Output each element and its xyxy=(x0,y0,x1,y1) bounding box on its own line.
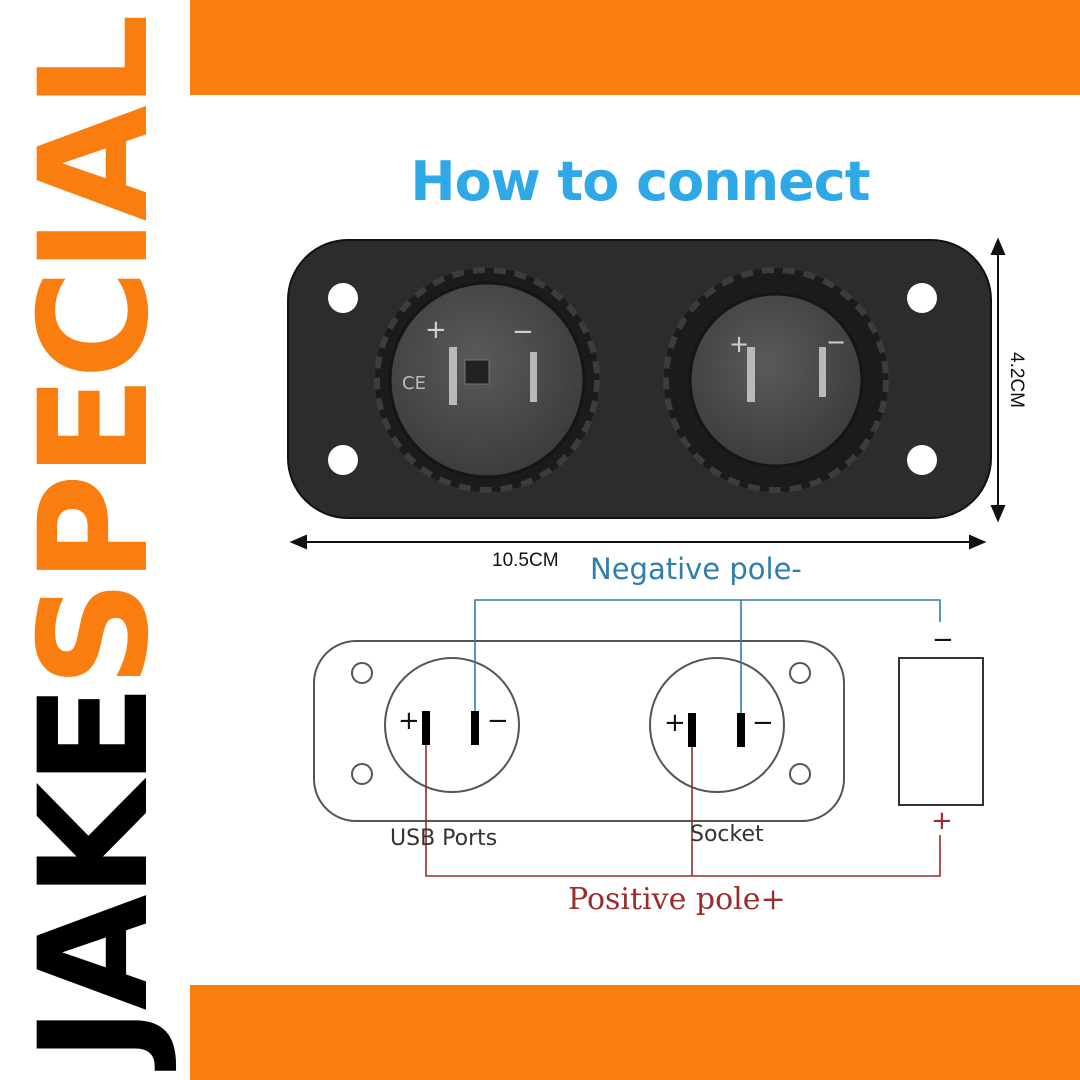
width-label: 10.5CM xyxy=(492,550,559,571)
bottom-orange-bar xyxy=(190,985,1080,1080)
svg-text:−: − xyxy=(512,317,534,347)
svg-text:+: + xyxy=(729,330,749,358)
battery-plus-sign: + xyxy=(931,806,953,836)
svg-text:CE: CE xyxy=(402,373,426,394)
power-socket-icon: + − xyxy=(663,267,889,493)
mount-hole xyxy=(789,662,811,684)
top-orange-bar xyxy=(190,0,1080,95)
usb-ports-label: USB Ports xyxy=(390,826,498,851)
battery-icon xyxy=(898,657,984,806)
battery-minus-sign: − xyxy=(932,625,954,655)
socket-outline xyxy=(649,657,785,793)
usb-plus-sign: + xyxy=(398,706,420,736)
usb-minus-sign: − xyxy=(487,706,509,736)
positive-pole-label: Positive pole+ xyxy=(568,882,786,917)
mount-hole xyxy=(328,283,358,313)
height-label: 4.2CM xyxy=(1006,352,1027,408)
width-dimension-arrow xyxy=(289,534,987,550)
negative-wire xyxy=(474,599,941,713)
svg-text:−: − xyxy=(826,328,846,356)
mount-hole xyxy=(351,662,373,684)
diagram-title: How to connect xyxy=(410,150,870,213)
socket-label: Socket xyxy=(690,822,764,847)
mount-hole xyxy=(328,445,358,475)
socket-plus-sign: + xyxy=(664,708,686,738)
usb-positive-terminal xyxy=(422,711,430,745)
mount-hole xyxy=(907,445,937,475)
svg-text:+: + xyxy=(425,315,447,345)
mount-hole xyxy=(351,763,373,785)
negative-pole-label: Negative pole- xyxy=(590,552,802,586)
brand-logo: JAKESPECIAL xyxy=(0,0,190,1080)
positive-wire xyxy=(425,745,941,877)
usb-port-outline xyxy=(384,657,520,793)
mount-hole xyxy=(907,283,937,313)
socket-negative-terminal xyxy=(737,713,745,747)
usb-socket-icon: + − CE xyxy=(374,267,600,493)
usb-negative-terminal xyxy=(471,711,479,745)
socket-positive-terminal xyxy=(688,713,696,747)
height-dimension-arrow xyxy=(990,237,1006,523)
panel-photo: + − CE + − xyxy=(287,239,992,519)
mount-hole xyxy=(789,763,811,785)
schematic-panel xyxy=(313,640,984,822)
socket-minus-sign: − xyxy=(752,708,774,738)
